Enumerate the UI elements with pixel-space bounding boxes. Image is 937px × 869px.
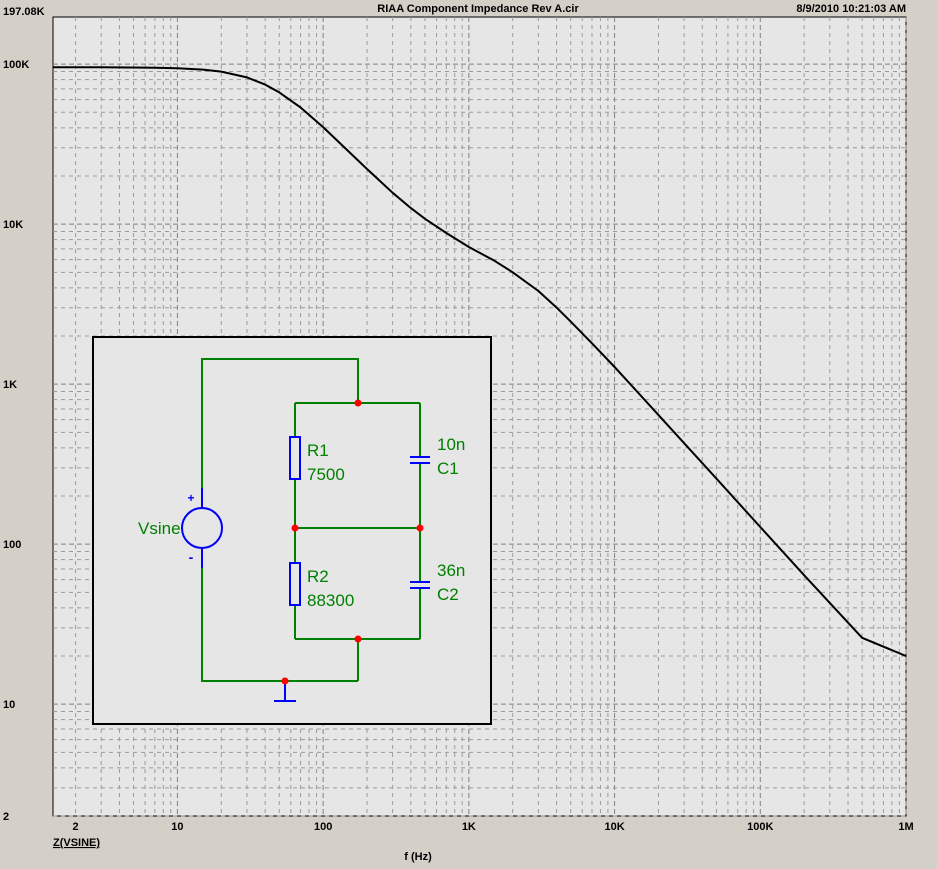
y-tick-label: 10K (3, 219, 23, 231)
y-tick-label: 1K (3, 379, 17, 391)
resistor-r2: R2 88300 (289, 562, 354, 610)
inset-frame (92, 336, 492, 725)
impedance-curve (53, 66, 907, 657)
x-tick-label: 1K (462, 821, 476, 833)
node-dots (281, 399, 424, 685)
y-tick-label: 10 (3, 699, 15, 711)
node-dot (354, 399, 362, 407)
x-tick-label: 1M (898, 821, 913, 833)
r2-value: 88300 (307, 591, 354, 610)
c2-name: C2 (437, 585, 459, 604)
x-tick-label: 10K (604, 821, 624, 833)
r1-name: R1 (307, 441, 329, 460)
schematic-inset: + - Vsine R1 7500 R2 88300 10n C1 (92, 336, 492, 725)
c1-name: C1 (437, 459, 459, 478)
capacitor-c2 (410, 581, 430, 589)
source-label: Vsine (138, 519, 181, 538)
source-minus: - (189, 549, 194, 565)
y-axis-label: Z(VSINE) (53, 837, 100, 849)
chart-title: RIAA Component Impedance Rev A.cir (377, 3, 579, 15)
x-tick-labels: 2 10 100 1K 10K 100K 1M (73, 821, 914, 833)
wires (201, 358, 421, 682)
node-dot (354, 635, 362, 643)
r1-value: 7500 (307, 465, 345, 484)
node-dot (281, 677, 289, 685)
capacitor-c1 (410, 456, 430, 464)
y-tick-label: 197.08K (3, 6, 45, 18)
c2-value: 36n (437, 561, 465, 580)
c1-value: 10n (437, 435, 465, 454)
series-line (53, 66, 907, 657)
x-tick-label: 2 (73, 821, 79, 833)
r2-name: R2 (307, 567, 329, 586)
x-tick-label: 100 (314, 821, 332, 833)
x-tick-label: 10 (171, 821, 183, 833)
timestamp: 8/9/2010 10:21:03 AM (796, 3, 906, 15)
resistor-r1: R1 7500 (289, 436, 345, 484)
node-dot (416, 524, 424, 532)
x-tick-label: 100K (747, 821, 773, 833)
node-dot (291, 524, 299, 532)
source-plus: + (187, 491, 194, 505)
y-tick-label: 100 (3, 539, 21, 551)
y-tick-labels: 2 10 100 1K 10K 100K 197.08K (3, 6, 45, 823)
y-tick-label: 100K (3, 59, 29, 71)
y-tick-label: 2 (3, 811, 9, 823)
x-axis-label: f (Hz) (404, 851, 432, 863)
source-vsine: + - Vsine (138, 488, 223, 568)
